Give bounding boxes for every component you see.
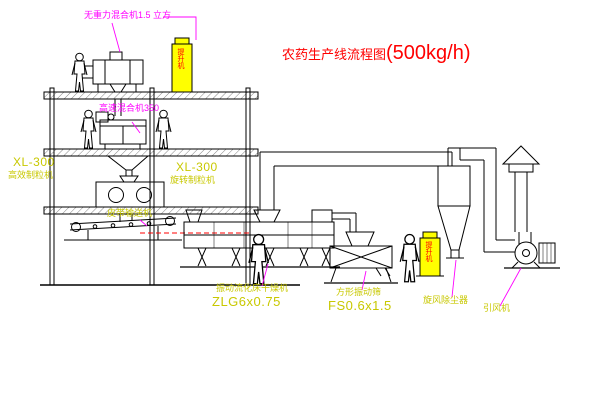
label-gravity-mixer: 无重力混合机1.5 立方 — [84, 10, 172, 20]
label-fan: 引风机 — [483, 303, 511, 313]
bucket-elevator-top-drawing — [171, 37, 193, 93]
bucket-elevator-right-drawing — [416, 231, 444, 277]
diagram-title-capacity: (500kg/h) — [386, 42, 471, 64]
label-dryer-model: ZLG6x0.75 — [212, 294, 281, 309]
induced-draft-fan-drawing — [504, 232, 560, 269]
label-elevator-right: 提升机 — [425, 241, 432, 262]
label-cyclone: 旋风除尘器 — [423, 295, 469, 305]
feed-funnel-drawing — [106, 155, 150, 176]
sieve-feed-pipe-drawing — [332, 212, 357, 232]
person-figure — [399, 233, 420, 283]
exhaust-stack-drawing — [501, 145, 541, 232]
diagram-title-text: 农药生产线流程图 — [282, 47, 387, 62]
diagram-title: 农药生产线流程图 (500kg/h) — [282, 42, 471, 65]
leader-lines — [111, 16, 522, 307]
cyclone-drawing — [437, 148, 471, 259]
label-high-speed-mixer: 高速混合机350 — [99, 103, 160, 113]
label-granulator-left-name: 高效制粒机 — [8, 170, 54, 180]
granulator-drawing — [95, 175, 165, 208]
fan-inlet-pipe-drawing — [448, 147, 515, 253]
vibrating-sieve-drawing — [324, 231, 398, 284]
person-figure — [80, 109, 97, 149]
label-belt-conveyor: 皮带输送机 — [107, 208, 153, 218]
label-granulator-left-model: XL-300 — [13, 155, 55, 169]
label-granulator-mid-model: XL-300 — [176, 160, 218, 174]
person-figure — [248, 233, 270, 285]
person-figure — [155, 109, 172, 149]
person-figure — [71, 52, 88, 92]
label-elevator-top: 提升机 — [177, 48, 184, 69]
belt-conveyor-drawing — [64, 214, 182, 241]
high-speed-mixer-drawing — [95, 111, 147, 149]
label-sieve-name: 方形振动筛 — [336, 287, 382, 297]
label-sieve-model: FS0.6x1.5 — [328, 298, 392, 313]
label-granulator-mid-name: 旋转制粒机 — [170, 175, 216, 185]
label-dryer-name: 振动流化床干燥机 — [216, 283, 289, 293]
exhaust-duct-drawing — [253, 151, 453, 223]
